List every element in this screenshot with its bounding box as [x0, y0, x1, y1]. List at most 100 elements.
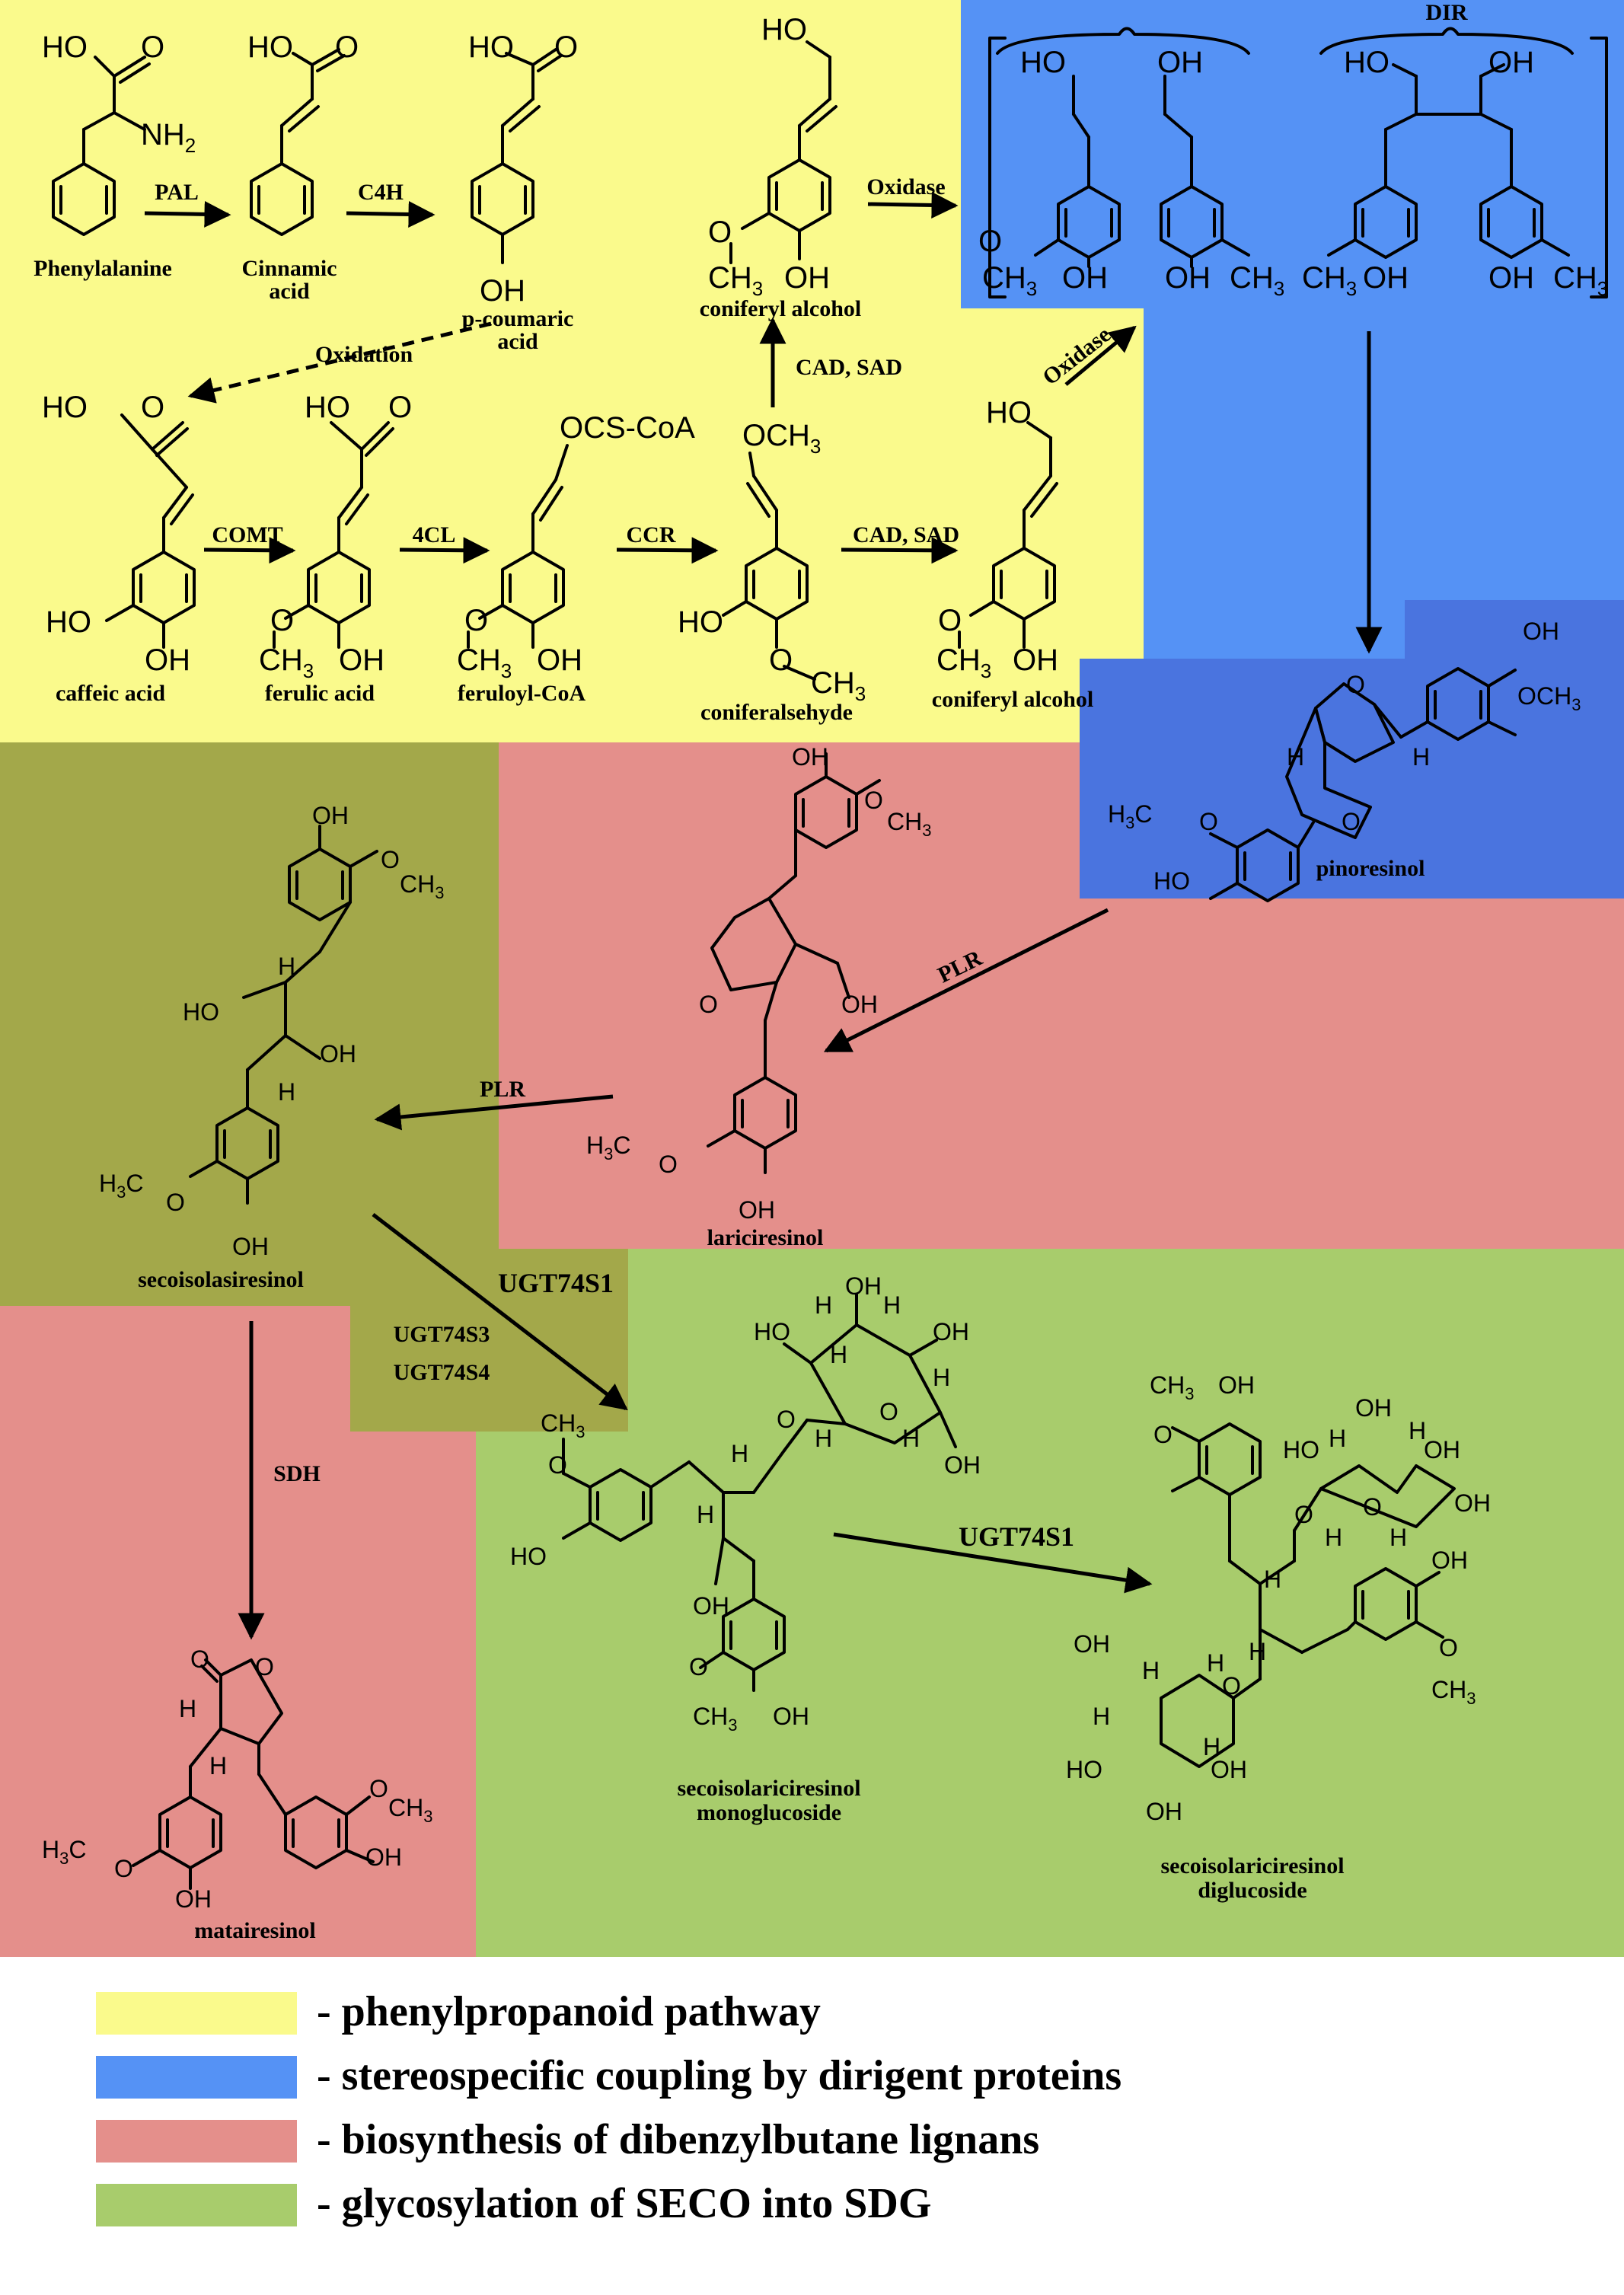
atom-sub-3: 3 [728, 1716, 737, 1735]
atom-h: H [1203, 1733, 1220, 1760]
atom-h3c: H3C [42, 1836, 86, 1868]
atom-oh: OH [232, 1233, 269, 1260]
atom-och3: OCH3 [742, 419, 821, 458]
atom-sub-3: 3 [1026, 277, 1037, 300]
atom-ch: CH [811, 666, 855, 700]
label-secoisolariciresinol: secoisolasiresinol [138, 1267, 304, 1292]
atom-sub-3: 3 [604, 1144, 613, 1163]
atom-ch3: CH3 [811, 666, 866, 705]
atom-oh: OH [175, 1885, 212, 1913]
atom-ho: HO [986, 396, 1032, 429]
atom-h: H [1325, 1524, 1342, 1551]
enzyme-ugt74s3: UGT74S3 [394, 1322, 490, 1347]
secoisolariciresinol-structure [189, 825, 378, 1205]
atom-o: O [938, 604, 962, 637]
atom-o: O [369, 1775, 388, 1802]
atom-sub-3: 3 [501, 659, 512, 682]
enzyme-4cl: 4CL [413, 522, 456, 547]
atom-h: H [179, 1695, 196, 1722]
atom-ho: HO [247, 30, 293, 64]
atom-ch3: CH3 [259, 643, 314, 682]
atom-sub-3: 3 [59, 1849, 69, 1868]
atom-ho: HO [468, 30, 514, 64]
enzyme-cad-sad-vertical: CAD, SAD [796, 355, 902, 380]
arrow-plr-1 [823, 908, 1109, 1053]
atom-ch: CH [400, 870, 435, 898]
atom-sub-3: 3 [855, 682, 866, 705]
atom-oh: OH [1488, 46, 1534, 79]
label-pinoresinol: pinoresinol [1316, 856, 1425, 881]
coniferyl-alcohol-top-structure [729, 40, 838, 264]
atom-oh: OH [320, 1040, 356, 1068]
atom-o: O [708, 215, 732, 249]
atom-h: H [1389, 1524, 1407, 1551]
atom-ch: CH [1150, 1371, 1185, 1399]
arrow-ugt74s1-1 [372, 1213, 628, 1411]
atom-sub-3: 3 [1274, 277, 1284, 300]
atom-c: C [69, 1836, 86, 1863]
atom-oh: OH [1488, 261, 1534, 295]
atom-o: O [388, 391, 412, 424]
atom-ch3: CH3 [708, 261, 763, 300]
atom-o: O [1294, 1501, 1313, 1528]
atom-oh: OH [944, 1451, 981, 1479]
atom-h: H [815, 1291, 832, 1319]
atom-nh: NH [141, 118, 185, 152]
atom-h: H [1287, 743, 1304, 771]
atom-sub-3: 3 [423, 1807, 432, 1826]
label-matairesinol: matairesinol [194, 1918, 315, 1943]
atom-sub-3: 3 [116, 1183, 126, 1202]
enzyme-dir: DIR [1425, 0, 1467, 25]
label-monoglucoside-1: secoisolariciresinol [677, 1776, 860, 1801]
legend-label: - stereospecific coupling by dirigent pr… [317, 2052, 1122, 2099]
atom-sub-3: 3 [1346, 277, 1357, 300]
p-coumaric-acid-structure [471, 48, 563, 264]
atom-o: O [777, 1406, 796, 1433]
atom-h: H [815, 1425, 832, 1452]
atom-ch3: CH3 [936, 643, 991, 682]
label-p-coumaric-2: acid [497, 329, 538, 354]
atom-sub-3: 3 [1597, 277, 1608, 300]
atom-ch3: CH3 [1431, 1676, 1476, 1708]
label-phenylalanine: Phenylalanine [34, 256, 172, 281]
label-coniferaldehyde: coniferalsehyde [700, 700, 853, 725]
atom-ho: HO [183, 998, 219, 1026]
enzyme-pal: PAL [155, 180, 199, 205]
arrow-ugt74s1-2 [833, 1532, 1153, 1594]
atom-ch: CH [1302, 261, 1346, 295]
atom-h: H [697, 1501, 714, 1528]
atom-h: H [278, 1078, 295, 1106]
atom-o: O [1199, 808, 1218, 835]
atom-o: O [1517, 682, 1536, 710]
atom-ch: CH [457, 643, 501, 677]
arrow-oxidase-top [867, 191, 959, 219]
atom-h3c: H3C [1108, 800, 1152, 832]
atom-sub-3: 3 [810, 435, 821, 458]
label-diglucoside-2: diglucoside [1198, 1878, 1307, 1903]
pinoresinol-structure [1209, 667, 1517, 902]
region-seco-tab-top [350, 1249, 628, 1380]
atom-oh: OH [1062, 261, 1108, 295]
atom-o: O [1439, 1634, 1458, 1661]
atom-ch: CH [982, 261, 1026, 295]
atom-oh: OH [365, 1843, 402, 1871]
region-backgrounds [0, 0, 1624, 1957]
seco-monoglucoside-structure [562, 1293, 957, 1692]
enzyme-oxidase-top: Oxidase [866, 174, 945, 199]
atom-ho: HO [754, 1318, 790, 1345]
atom-sub-3: 3 [1125, 813, 1134, 832]
enzyme-c4h: C4H [358, 180, 404, 205]
atom-ch: CH [708, 261, 752, 295]
arrow-oxidation [187, 321, 492, 404]
atom-o: O [699, 991, 718, 1018]
arrow-oxidase-diag [1064, 325, 1137, 386]
label-coniferyl-bottom: coniferyl alcohol [932, 687, 1093, 712]
enzyme-plr-2: PLR [480, 1077, 525, 1102]
atom-o: O [1153, 1421, 1173, 1448]
atom-oh: OH [841, 991, 878, 1018]
legend: - phenylpropanoid pathway - stereospecif… [96, 1984, 1543, 2240]
atom-o: O [141, 30, 164, 64]
atom-h: H [1264, 1566, 1281, 1593]
atom-ch: CH [541, 1409, 576, 1437]
enzyme-ccr: CCR [627, 522, 676, 547]
